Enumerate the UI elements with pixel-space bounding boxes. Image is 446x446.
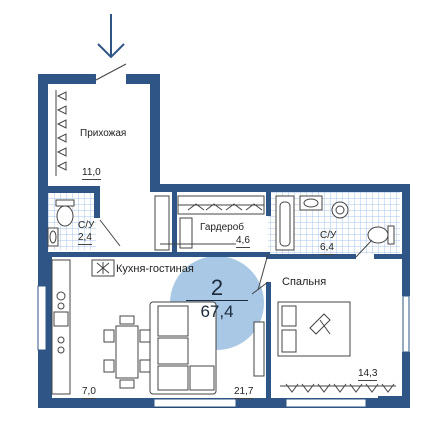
stove-icon <box>53 291 69 354</box>
bedroom-door <box>251 281 269 295</box>
sofa-icon <box>149 301 217 395</box>
bath2-label: С/У <box>320 230 337 241</box>
hallway-area: 11,0 <box>82 167 101 180</box>
toilet-icon <box>55 199 75 227</box>
wardrobe-area: 4,6 <box>236 235 250 248</box>
badge-divider <box>186 300 248 301</box>
tv-stand <box>253 321 265 377</box>
sink-icon <box>299 195 323 211</box>
bath1-door <box>99 219 121 247</box>
coat-hanger-icon <box>55 90 67 176</box>
coat-hanger-icon <box>280 383 396 393</box>
entrance-door <box>95 63 127 81</box>
windows <box>37 285 410 408</box>
kitchen-label: Кухня-гостиная <box>116 263 194 275</box>
bath1-label: С/У <box>78 220 95 231</box>
rooms-count: 2 <box>210 275 224 300</box>
toilet-icon <box>367 225 395 245</box>
bath1-area: 2,4 <box>78 232 92 245</box>
bedroom-label: Спальня <box>282 276 327 288</box>
bed-icon <box>277 301 351 357</box>
kitchen-area: 7,0 <box>82 386 96 399</box>
bedroom-area: 14,3 <box>358 368 378 381</box>
entrance-arrow-icon <box>97 14 125 59</box>
total-area: 67,4 <box>200 302 234 321</box>
bathtub-icon <box>275 195 295 251</box>
bath2-door <box>355 239 373 258</box>
kitchen-counter <box>51 259 115 395</box>
wardrobe-shelves <box>154 195 265 251</box>
living-area: 21,7 <box>234 386 254 399</box>
washing-machine-icon <box>331 201 349 219</box>
dining-table-icon <box>103 315 151 389</box>
sink-icon <box>47 227 59 247</box>
wardrobe-door <box>257 253 269 291</box>
hallway-label: Прихожая <box>80 128 127 139</box>
bath2-area: 6,4 <box>320 242 334 255</box>
wardrobe-label: Гардероб <box>200 222 244 233</box>
